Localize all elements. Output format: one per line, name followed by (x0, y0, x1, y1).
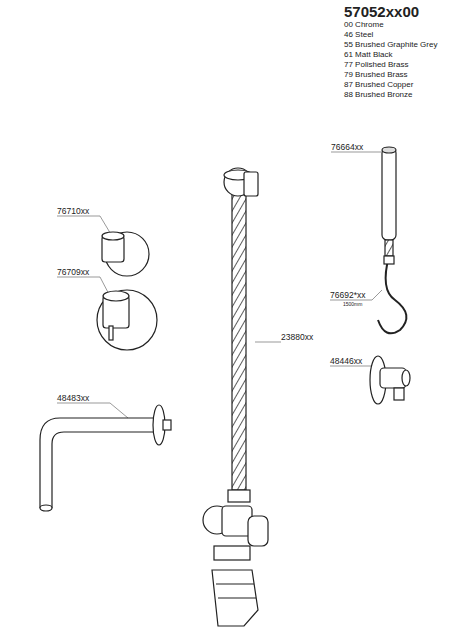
finish-code: 55 Brushed Graphite Grey (344, 41, 437, 50)
part-number: 76710xx (57, 207, 89, 216)
finish-code: 87 Brushed Copper (344, 81, 413, 90)
mixer-valves (97, 232, 157, 350)
model-number: 57052xx00 (344, 4, 419, 21)
finish-code: 46 Steel (344, 31, 373, 40)
hand-shower (378, 147, 406, 333)
wall-outlet (370, 356, 410, 404)
part-number: 48483xx (57, 394, 89, 403)
part-number: 23880xx (281, 333, 313, 342)
part-number: 76709xx (57, 268, 89, 277)
bath-waste-overflow (203, 168, 268, 626)
finish-code: 77 Polished Brass (344, 61, 408, 70)
part-number: 1500mm (343, 302, 362, 308)
finish-code: 88 Brushed Bronze (344, 91, 413, 100)
finish-code: 61 Matt Black (344, 51, 392, 60)
bath-spout (40, 405, 171, 511)
part-number: 48446xx (330, 357, 362, 366)
finish-code: 79 Brushed Brass (344, 71, 408, 80)
part-number: 76692*xx (330, 291, 365, 300)
finish-code: 00 Chrome (344, 21, 384, 30)
part-number: 76664xx (331, 143, 363, 152)
leader-lines (57, 152, 382, 418)
